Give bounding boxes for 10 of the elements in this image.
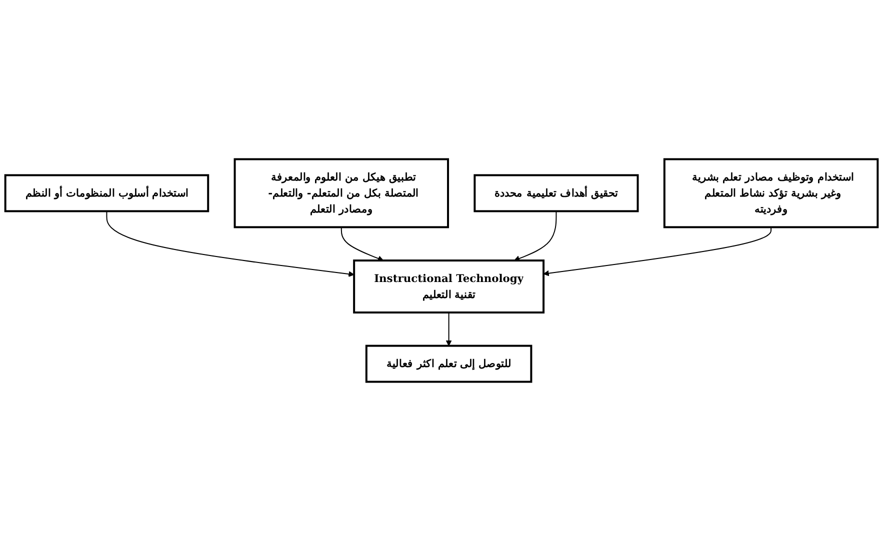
arrow [446, 312, 452, 346]
node-box: للتوصل إلى تعلم اكثر فعالية [365, 344, 532, 383]
node-box: استخدام أسلوب المنظومات أو النظم [4, 174, 210, 212]
arrow [514, 210, 557, 262]
node-box: تطبيق هيكل من العلوم والمعرفة المتصلة بكل من المتعلم- والتعلم- ومصادر التعلم [234, 158, 450, 228]
arrow [543, 226, 772, 276]
arrow [340, 226, 384, 262]
node-box: تحقيق أهداف تعليمية محددة [474, 174, 639, 212]
node-box: استخدام وتوظيف مصادر تعلم بشرية وغير بشرية تؤكد نشاط المتعلم وفرديته [663, 158, 879, 228]
arrow [106, 210, 354, 277]
